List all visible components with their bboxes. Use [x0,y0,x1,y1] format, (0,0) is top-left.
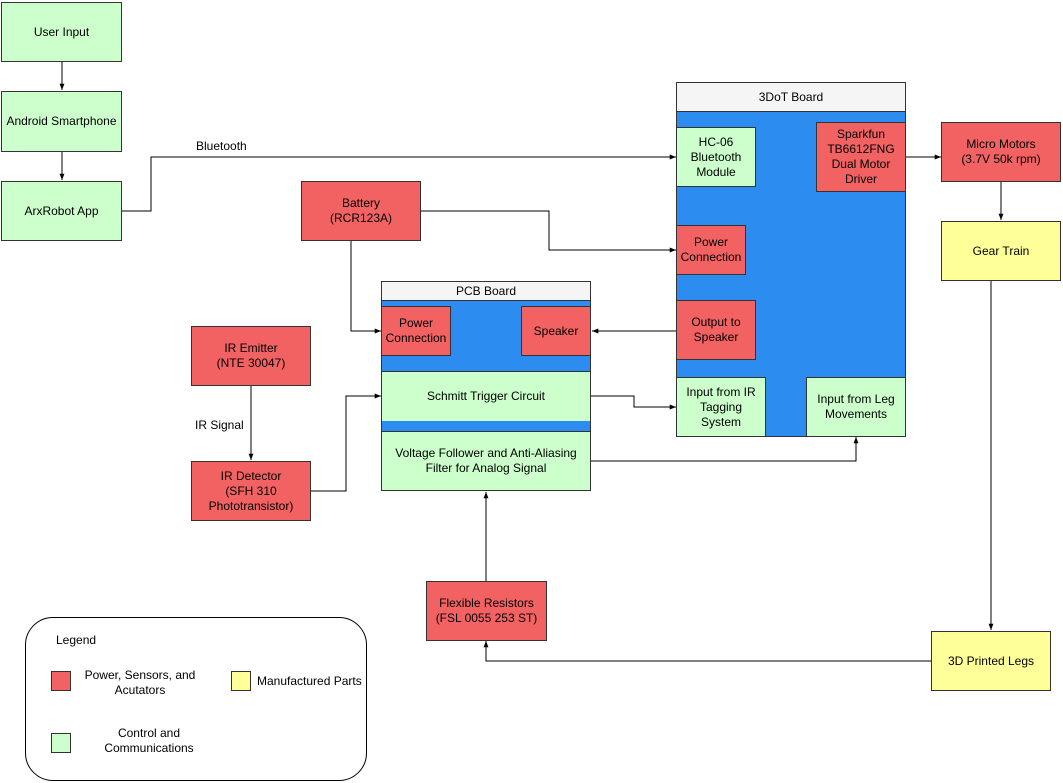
edge-battery-to-pcb-power [350,241,381,334]
node-ir-emitter: IR Emitter (NTE 30047) [191,326,311,386]
node-android-smartphone: Android Smartphone [1,91,122,152]
dot-input-ir-tagging: Input from IR Tagging System [676,377,766,437]
edge-bluetooth [122,154,676,212]
node-3d-printed-legs: 3D Printed Legs [931,631,1051,691]
edge-legs-to-flex [483,641,931,662]
legend-swatch-manufactured [231,671,251,691]
node-flexible-resistors: Flexible Resistors (FSL 0055 253 ST) [426,581,547,641]
edge-label-bluetooth: Bluetooth [196,139,247,153]
legend: Legend Power, Sensors, and Acutators Man… [25,617,367,781]
dot-input-leg-movements: Input from Leg Movements [806,377,906,437]
node-battery: Battery (RCR123A) [301,181,421,241]
pcb-power-connection: Power Connection [381,306,451,356]
pcb-board-gap [381,421,591,432]
legend-swatch-control [51,733,71,753]
edge-follower-to-leg-input [591,437,859,462]
pcb-schmitt-trigger: Schmitt Trigger Circuit [381,371,591,422]
node-micro-motors: Micro Motors (3.7V 50k rpm) [941,122,1061,182]
dot-sparkfun-driver: Sparkfun TB6612FNG Dual Motor Driver [816,122,906,192]
dot-board-title: 3DoT Board [676,82,906,112]
dot-hc06-module: HC-06 Bluetooth Module [676,127,756,187]
pcb-speaker: Speaker [521,306,591,356]
legend-title: Legend [56,633,97,647]
dot-power-connection: Power Connection [676,225,746,275]
edge-detector-to-schmitt [311,393,381,492]
node-user-input: User Input [1,2,122,62]
node-gear-train: Gear Train [941,221,1061,281]
legend-label-control: Control and Communications [104,726,194,755]
edge-battery-to-dot-power [421,210,676,253]
node-arxrobot-app: ArxRobot App [1,181,122,241]
pcb-voltage-follower: Voltage Follower and Anti-Aliasing Filte… [381,431,591,491]
legend-swatch-power [51,671,71,691]
node-ir-detector: IR Detector (SFH 310 Phototransistor) [191,461,311,521]
legend-label-power: Power, Sensors, and Acutators [84,668,196,697]
dot-output-to-speaker: Output to Speaker [676,300,756,360]
edge-schmitt-to-ir-input [591,395,676,410]
edge-label-ir-signal: IR Signal [195,418,244,432]
legend-label-manufactured: Manufactured Parts [257,674,362,688]
pcb-board-title: PCB Board [381,281,591,301]
